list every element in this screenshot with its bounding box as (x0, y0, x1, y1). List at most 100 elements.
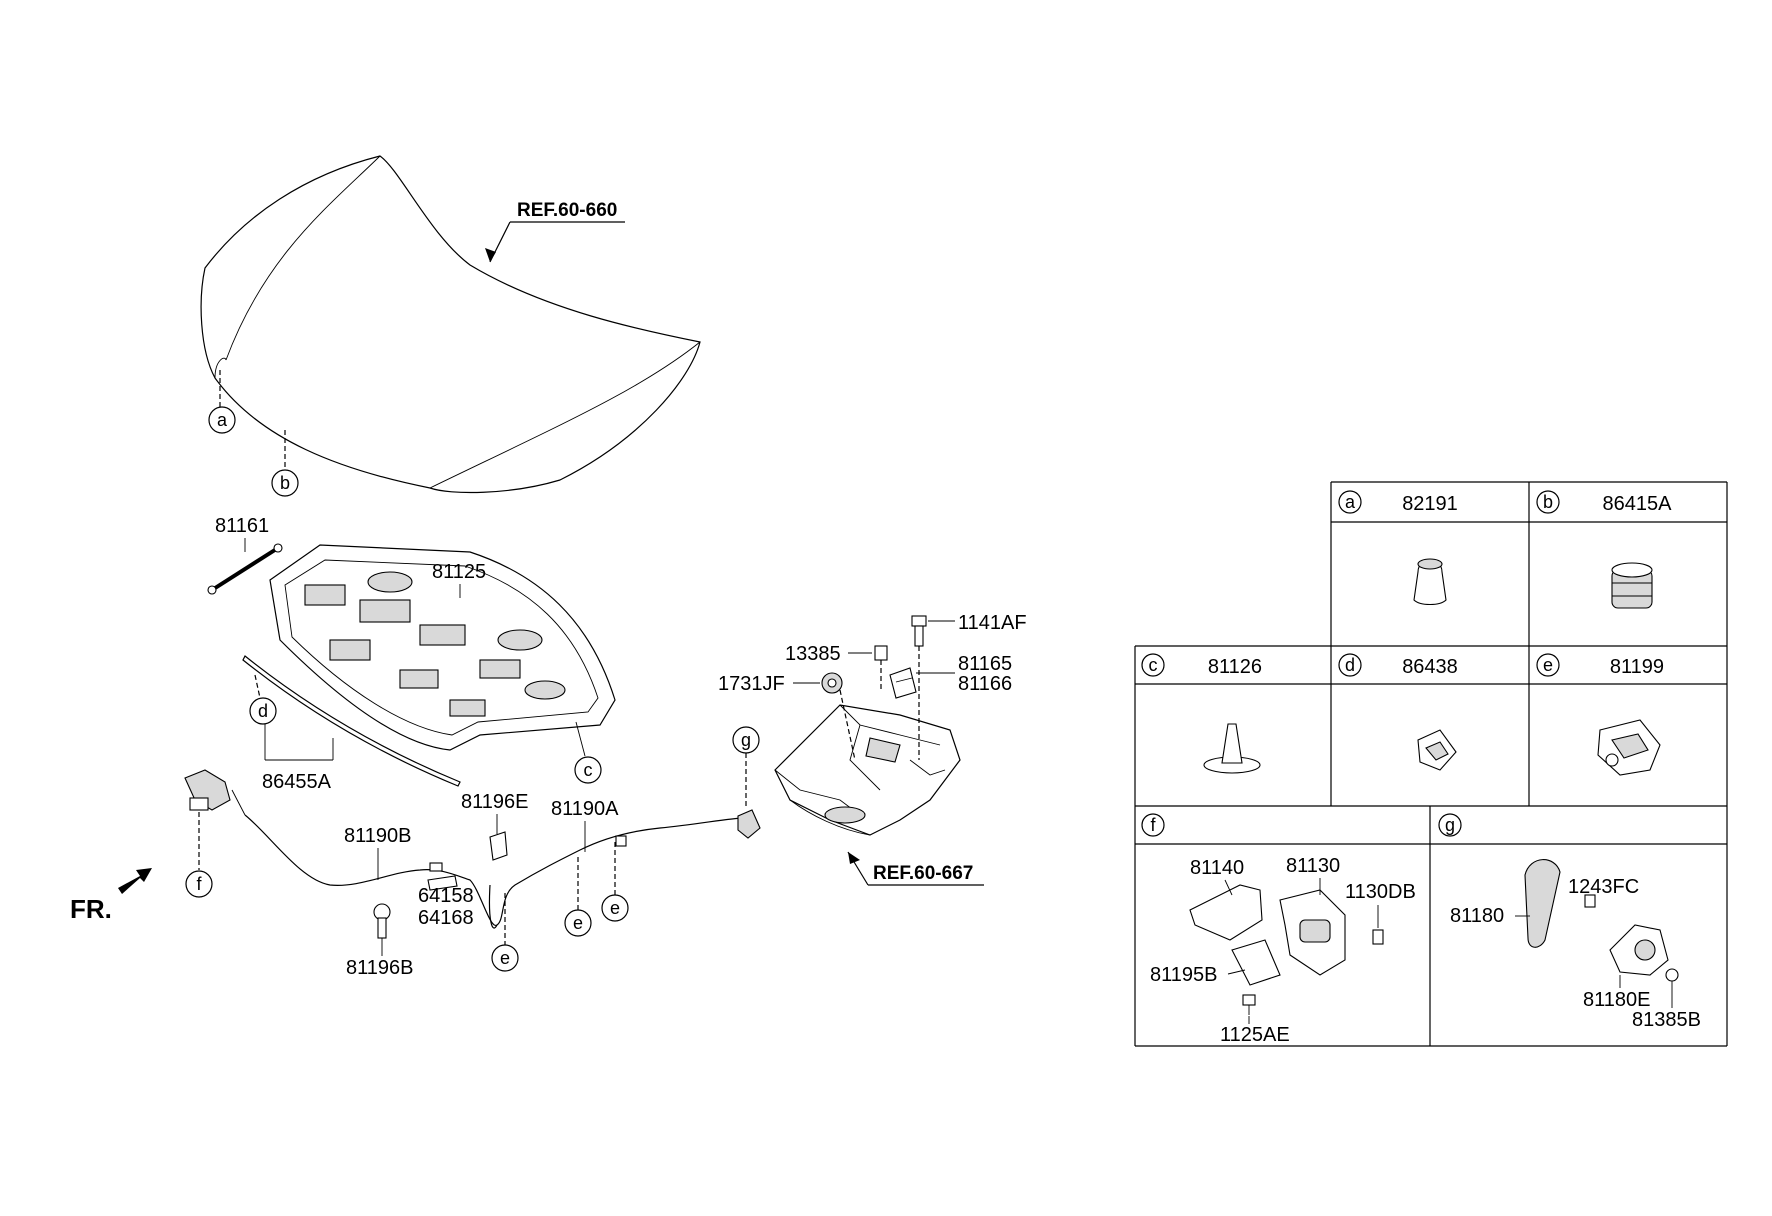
callout-a: a (208, 406, 236, 434)
label-86455A: 86455A (262, 724, 334, 793)
nut-13385 (874, 645, 888, 690)
svg-text:64168: 64168 (418, 907, 474, 929)
svg-text:b: b (280, 473, 290, 493)
table-cell-b: b 86415A (1536, 490, 1673, 609)
hood-panel (200, 155, 701, 494)
svg-text:1130DB: 1130DB (1345, 881, 1416, 903)
bolt-81196B (373, 903, 391, 939)
svg-text:81196B: 81196B (346, 957, 413, 979)
bolt-1141AF (911, 615, 927, 760)
release-lever-assy (184, 769, 246, 816)
hood-insulator (269, 544, 616, 751)
bumper-1731JF (821, 672, 856, 761)
table-cell-e: e 81199 (1536, 653, 1664, 776)
svg-text:e: e (610, 898, 620, 918)
svg-text:81385B: 81385B (1632, 1009, 1701, 1031)
cushion-icon (1611, 562, 1653, 609)
svg-text:FR.: FR. (70, 894, 112, 924)
label-81161: 81161 (215, 515, 269, 552)
latch-assy-icon (1189, 884, 1384, 1015)
label-81165: 81165 81166 (916, 653, 1012, 695)
svg-text:81140: 81140 (1190, 857, 1244, 879)
cable-bracket-81196E (489, 831, 508, 861)
table-cell-f: f 81140 81130 1130DB 81195B 1125AE (1141, 813, 1416, 1046)
svg-text:81196E: 81196E (461, 791, 528, 813)
push-clip-icon (1203, 723, 1261, 774)
svg-text:c: c (1149, 655, 1158, 675)
svg-text:81130: 81130 (1286, 855, 1340, 877)
svg-text:1243FC: 1243FC (1568, 876, 1639, 898)
svg-text:1731JF: 1731JF (718, 673, 785, 695)
table-cell-d: d 86438 (1338, 653, 1458, 771)
svg-text:b: b (1543, 492, 1553, 512)
label-81190A: 81190A (551, 798, 619, 852)
svg-text:81161: 81161 (215, 515, 269, 537)
gas-strut (207, 543, 283, 595)
label-64158: 64158 64168 (418, 885, 474, 929)
svg-text:e: e (1543, 655, 1553, 675)
svg-text:81165: 81165 (958, 653, 1012, 675)
callout-d: d (249, 674, 277, 725)
cable-clip-2 (615, 835, 627, 847)
svg-text:81180: 81180 (1450, 905, 1504, 927)
label-81190B: 81190B (344, 825, 411, 880)
front-body-structure (774, 704, 961, 836)
svg-text:86455A: 86455A (262, 771, 332, 793)
weatherstrip (242, 655, 461, 787)
svg-text:f: f (1150, 815, 1156, 835)
bracket-81165 (889, 667, 917, 699)
svg-text:d: d (258, 701, 268, 721)
label-81196E: 81196E (461, 791, 528, 834)
svg-text:1125AE: 1125AE (1220, 1024, 1290, 1046)
table-cell-a: a 82191 (1338, 490, 1458, 606)
label-81196B: 81196B (346, 938, 413, 979)
cable-clip-1 (429, 862, 443, 872)
label-1731JF: 1731JF (718, 673, 820, 695)
clip-86438-icon (1417, 729, 1457, 771)
svg-text:e: e (500, 948, 510, 968)
callout-f: f (185, 812, 213, 898)
table-cell-g: g 81180 1243FC 81180E 81385B (1438, 813, 1701, 1031)
ref-body-label: REF.60-667 (873, 863, 973, 884)
label-1141AF: 1141AF (928, 612, 1027, 634)
ref-hood-callout: REF.60-660 (485, 200, 625, 263)
table-cell-c: c 81126 (1141, 653, 1262, 774)
svg-text:e: e (573, 913, 583, 933)
callout-e-2: e (564, 857, 592, 937)
callout-c: c (574, 721, 602, 784)
svg-text:81180E: 81180E (1583, 989, 1650, 1011)
cable-clip-81199-icon (1597, 719, 1661, 776)
ref-hood-label: REF.60-660 (517, 200, 617, 221)
label-81125: 81125 (432, 561, 486, 598)
svg-text:86415A: 86415A (1603, 493, 1673, 515)
parts-table (1134, 481, 1728, 1047)
svg-text:g: g (741, 730, 751, 750)
svg-text:g: g (1445, 815, 1455, 835)
svg-text:81166: 81166 (958, 673, 1012, 695)
svg-text:13385: 13385 (785, 643, 841, 665)
svg-text:82191: 82191 (1402, 493, 1458, 515)
svg-text:f: f (196, 874, 202, 894)
fr-marker: FR. (70, 868, 152, 924)
svg-text:81190A: 81190A (551, 798, 619, 820)
release-handle-icon (1524, 859, 1679, 982)
svg-text:a: a (1345, 492, 1356, 512)
callout-g: g (732, 726, 760, 808)
svg-text:d: d (1345, 655, 1355, 675)
svg-text:c: c (584, 760, 593, 780)
callout-b: b (271, 469, 299, 497)
ref-body-callout: REF.60-667 (847, 851, 984, 886)
svg-text:1141AF: 1141AF (958, 612, 1027, 634)
cable-end-g (737, 809, 761, 839)
svg-text:81199: 81199 (1610, 656, 1664, 678)
svg-text:64158: 64158 (418, 885, 474, 907)
release-cable (244, 814, 746, 929)
svg-text:81195B: 81195B (1150, 964, 1217, 986)
bracket-64158 (427, 875, 458, 891)
svg-text:81190B: 81190B (344, 825, 411, 847)
svg-text:86438: 86438 (1402, 656, 1458, 678)
svg-text:a: a (217, 410, 228, 430)
label-13385: 13385 (785, 643, 872, 665)
svg-text:81125: 81125 (432, 561, 486, 583)
